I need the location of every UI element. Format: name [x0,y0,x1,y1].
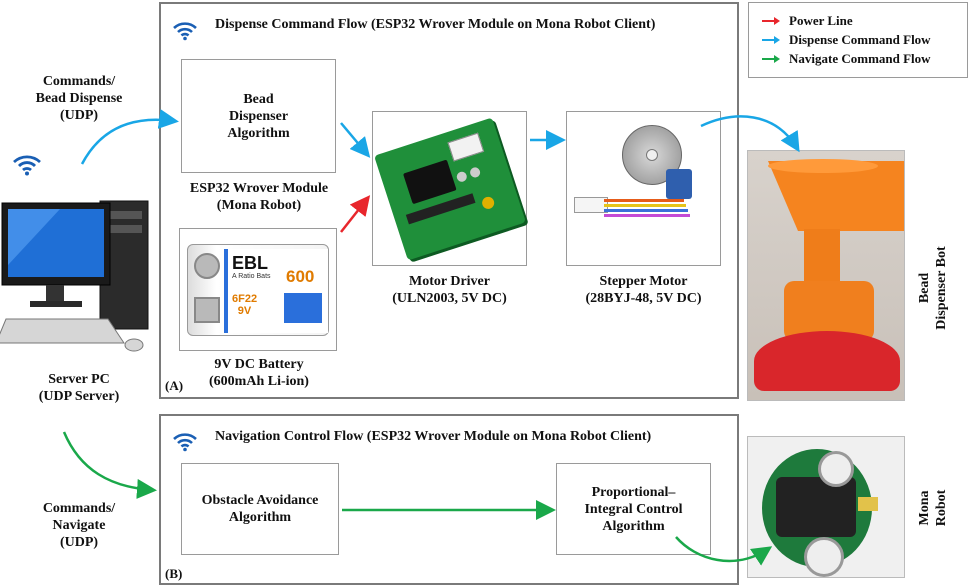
panel-b-tag: (B) [165,566,183,581]
pi-control-label: Proportional– Integral Control Algorithm [584,484,683,534]
esp32-caption: ESP32 Wrover Module (Mona Robot) [189,181,329,213]
panel-dispense-flow [159,2,739,399]
panel-a-title: Dispense Command Flow (ESP32 Wrover Modu… [215,17,656,32]
obstacle-avoidance-label: Obstacle Avoidance Algorithm [201,493,319,525]
motor-driver-image [373,117,526,260]
server-pc-label: Server PC (UDP Server) [38,372,120,404]
battery-sub-text: A Ratio Bats [232,272,271,280]
battery-caption: 9V DC Battery (600mAh Li-ion) [209,357,309,389]
legend-item-power: Power Line [761,11,967,30]
panel-navigation-flow [159,414,739,585]
arrow-server-to-obstacle [62,431,157,499]
battery-capacity-text: 600 [286,266,315,286]
battery-brand-text: EBL [232,252,268,273]
stepper-motor-box [566,111,721,266]
bead-dispenser-bot-label: Bead Dispenser Bot [917,246,949,330]
server-wifi-icon [12,152,42,181]
wifi-icon [172,19,198,46]
commands-dispense-label: Commands/ Bead Dispense (UDP) [35,74,123,123]
legend-label-dispense: Dispense Command Flow [789,31,931,47]
mona-robot-photo [747,436,905,578]
legend: Power Line Dispense Command Flow Navigat… [748,2,968,78]
legend-arrow-power [762,16,780,25]
bead-dispenser-bot-photo [747,150,905,401]
obstacle-avoidance-box: Obstacle Avoidance Algorithm [181,463,339,555]
legend-label-navigate: Navigate Command Flow [789,50,931,66]
mona-robot-label: Mona Robot [917,489,949,527]
stepper-motor-caption: Stepper Motor (28BYJ-48, 5V DC) [585,274,702,306]
wifi-icon-b [172,430,198,457]
commands-navigate-label: Commands/ Navigate (UDP) [42,501,116,550]
legend-label-power: Power Line [789,12,853,28]
legend-item-navigate: Navigate Command Flow [761,49,967,68]
bead-dispenser-algorithm-box: Bead Dispenser Algorithm [181,59,336,173]
server-pc-image [0,195,150,360]
bead-dispenser-algorithm-label: Bead Dispenser Algorithm [227,91,290,141]
panel-b-title: Navigation Control Flow (ESP32 Wrover Mo… [215,429,652,444]
battery-image: EBL A Ratio Bats 600 6F22 9V [187,243,329,336]
legend-arrow-navigate [762,54,780,63]
legend-item-dispense: Dispense Command Flow [761,30,967,49]
motor-driver-caption: Motor Driver (ULN2003, 5V DC) [392,274,507,306]
stepper-motor-image [573,119,714,259]
pi-control-box: Proportional– Integral Control Algorithm [556,463,711,555]
motor-driver-box [372,111,527,266]
legend-arrow-dispense [762,35,780,44]
panel-a-tag: (A) [165,378,184,393]
battery-box: EBL A Ratio Bats 600 6F22 9V [179,228,337,351]
battery-model-text: 6F22 9V [232,292,258,317]
